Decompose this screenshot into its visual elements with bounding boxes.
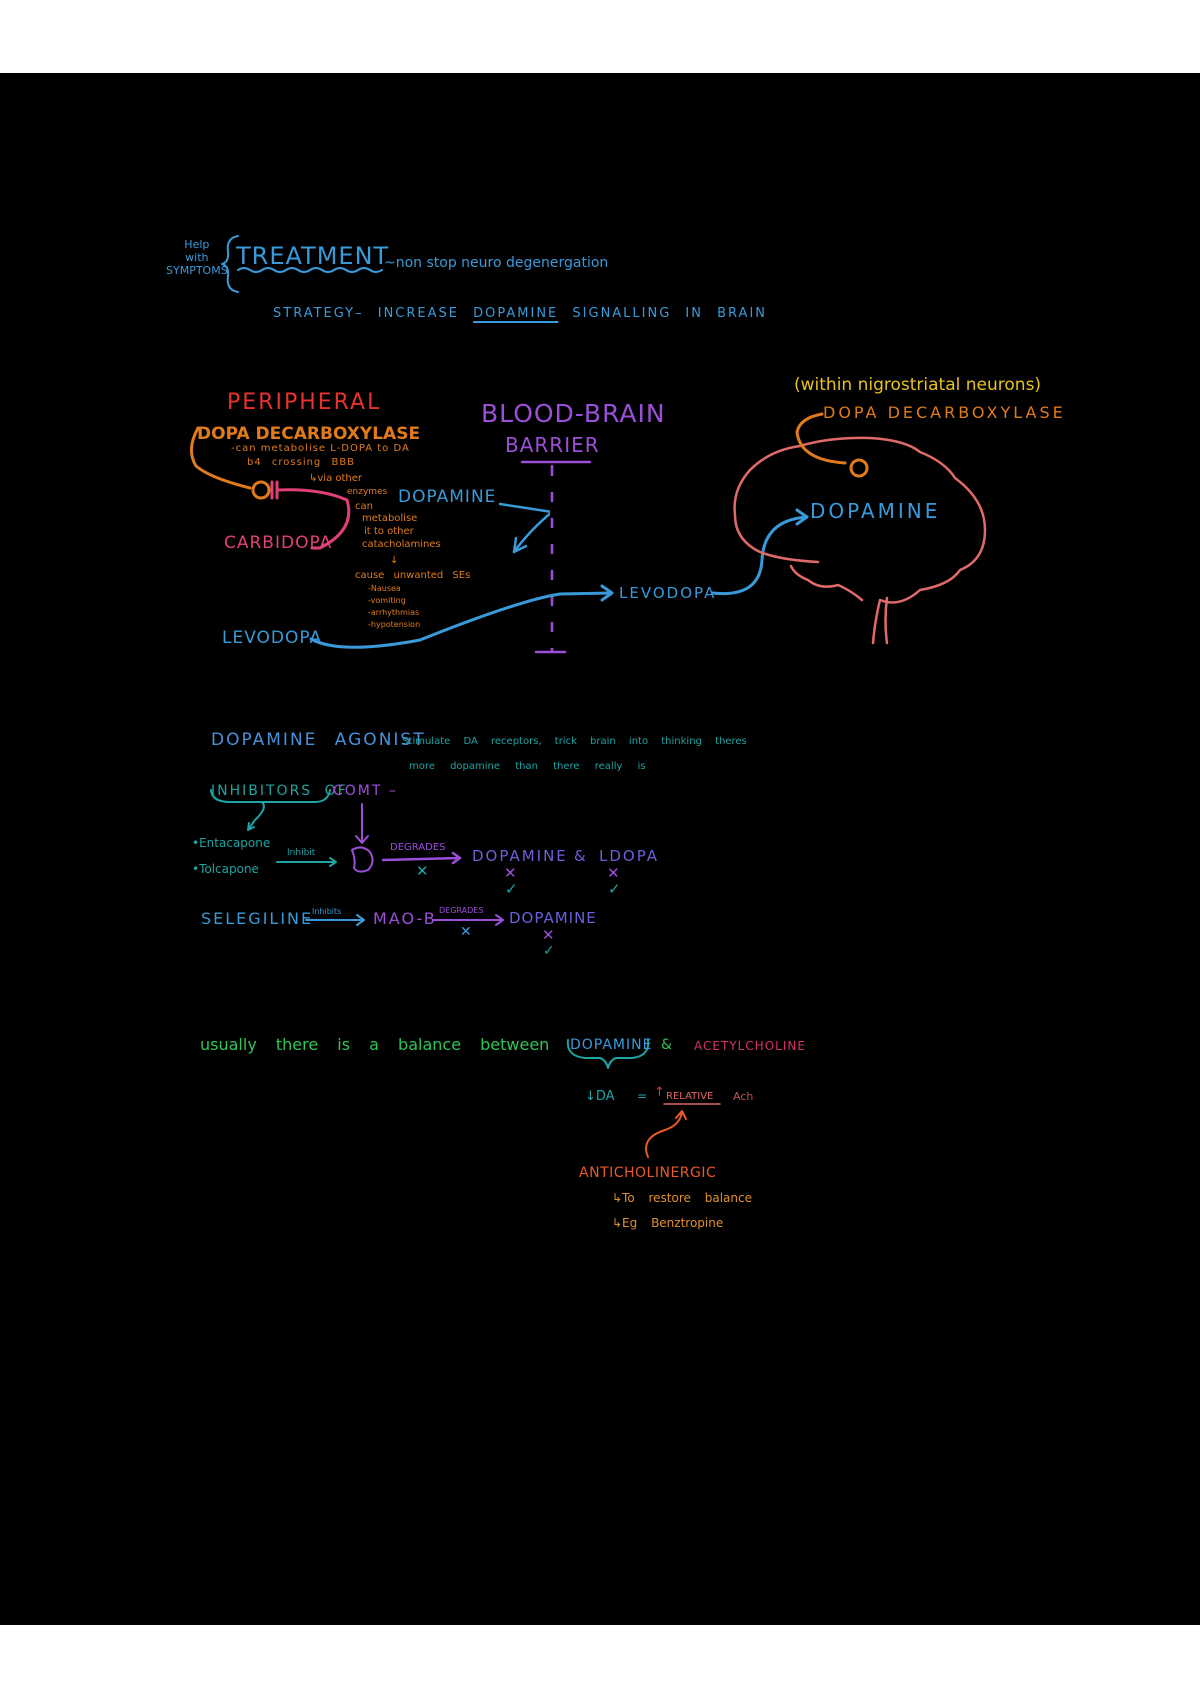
cross-icon: ✕ [542, 926, 555, 944]
symptoms-side-note: Help with SYMPTOMS [166, 238, 228, 277]
anticholinergic-label: ANTICHOLINERGIC [579, 1165, 717, 1181]
ddc-label: DOPA DECARBOXYLASE [197, 424, 421, 444]
bbb-label-line2: BARRIER [505, 433, 600, 457]
brain-dopamine-label: DOPAMINE [810, 499, 941, 523]
agonist-title: DOPAMINE AGONIST [211, 730, 426, 750]
peripheral-label: PERIPHERAL [227, 390, 382, 415]
enzyme-note-arrow: ↓ [390, 555, 399, 566]
strategy-line: STRATEGY– INCREASE DOPAMINE SIGNALLING I… [273, 307, 767, 320]
ampersand: & [574, 847, 586, 865]
relative-label: RELATIVE [666, 1091, 714, 1102]
brain-ddc-label: DOPA DECARBOXYLASE [823, 403, 1066, 422]
cross-icon: ✕ [460, 924, 472, 940]
levodopa-left-label: LEVODOPA [222, 628, 323, 648]
maob-target-dopamine: DOPAMINE [509, 909, 597, 927]
enzyme-note-line: metabolise [362, 513, 418, 524]
enzyme-note-line: enzymes [347, 487, 388, 497]
enzyme-note-line: it to other [364, 526, 414, 537]
ddc-note-line: -can metabolise L-DOPA to DA [231, 443, 410, 454]
anticholinergic-point: ↳To restore balance [612, 1191, 752, 1205]
ddc-note-line: b4 crossing BBB [247, 457, 356, 468]
title-note: ~non stop neuro degenergation [384, 255, 609, 271]
bbb-label-line1: BLOOD-BRAIN [481, 399, 666, 428]
levodopa-right-label: LEVODOPA [619, 584, 717, 602]
enzyme-note-line: can [355, 501, 373, 512]
side-note-line: with [185, 251, 209, 264]
inhibits-label: Inhibits [312, 907, 342, 916]
side-effect: -hypotension [368, 620, 421, 629]
comt-target-ldopa: LDOPA [599, 847, 660, 865]
carbidopa-label: CARBIDOPA [224, 533, 333, 553]
side-effect: -Nausea [368, 584, 401, 593]
comt-target-dopamine: DOPAMINE [472, 847, 568, 865]
maob-label: MAO-B [373, 909, 437, 928]
cross-icon: ✕ [416, 862, 429, 880]
agonist-desc-line: more dopamine than there really is [409, 761, 646, 772]
side-effect: -arrhythmias [368, 608, 420, 617]
selegiline-label: SELEGILINE [201, 909, 314, 928]
peripheral-dopamine-label: DOPAMINE [398, 487, 497, 507]
enzyme-note-line: catacholamines [362, 539, 441, 550]
ampersand: & [661, 1037, 672, 1053]
strategy-key: DOPAMINE [473, 306, 559, 321]
notes-page [0, 73, 1200, 1625]
agonist-desc-line: – Stimulate DA receptors, trick brain in… [384, 736, 747, 747]
check-icon: ✓ [608, 880, 621, 898]
brain-note: (within nigrostriatal neurons) [794, 375, 1042, 395]
balance-sentence: usually there is a balance between [200, 1035, 550, 1054]
enzyme-note-line: ↳via other [309, 473, 363, 484]
drug-tolcapone: •Tolcapone [192, 862, 259, 876]
balance-dopamine: DOPAMINE [570, 1037, 653, 1053]
cross-icon: ✕ [607, 864, 620, 882]
side-note-line: Help [184, 238, 210, 251]
drug-entacapone: •Entacapone [192, 836, 271, 850]
equals: = [637, 1089, 648, 1103]
anticholinergic-point: ↳Eg Benztropine [612, 1216, 724, 1230]
inhibitors-of-label: INHIBITORS OF [211, 783, 348, 799]
side-effect: -vomiting [368, 596, 406, 605]
strategy-suffix: SIGNALLING IN BRAIN [572, 306, 768, 321]
side-note-line: SYMPTOMS [166, 264, 228, 277]
increase-arrow-icon: ↑ [654, 1085, 665, 1100]
balance-acetylcholine: ACETYLCHOLINE [694, 1039, 806, 1053]
comt-label: COMT – [333, 783, 398, 799]
check-icon: ✓ [505, 880, 518, 898]
check-icon: ✓ [543, 943, 555, 959]
inhibit-label: Inhibit [287, 848, 316, 858]
degrades-label: DEGRADES [439, 906, 484, 915]
da-decrease: ↓DA [585, 1089, 615, 1104]
ach-label: Ach [733, 1090, 754, 1103]
page-title: TREATMENT [236, 242, 390, 270]
degrades-label: DEGRADES [390, 842, 446, 853]
cross-icon: ✕ [504, 864, 517, 882]
strategy-prefix: STRATEGY– INCREASE [273, 306, 459, 321]
enzyme-note-line: cause unwanted SEs [355, 570, 471, 581]
